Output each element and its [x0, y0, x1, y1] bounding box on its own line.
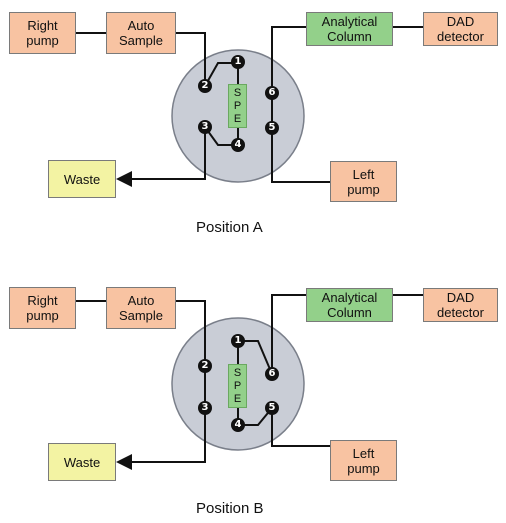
spe-letter-e: E — [233, 112, 242, 125]
right-pump-box: Right pump — [9, 287, 76, 329]
port-4: 4 — [231, 138, 245, 152]
port-4: 4 — [231, 418, 245, 432]
spe-letter-p: P — [233, 99, 242, 112]
port-1: 1 — [231, 55, 245, 69]
spe-letter-e: E — [233, 392, 242, 405]
spe-cartridge: S P E — [228, 364, 247, 408]
port-5: 5 — [265, 401, 279, 415]
diagram-position-a: Right pump Auto Sample Analytical Column… — [0, 0, 506, 255]
port-5: 5 — [265, 121, 279, 135]
spe-cartridge: S P E — [228, 84, 247, 128]
diagram-position-b: Right pump Auto Sample Analytical Column… — [0, 268, 506, 523]
waste-box: Waste — [48, 160, 116, 198]
caption-position-a: Position A — [196, 219, 263, 236]
line-port-3-to-waste — [116, 408, 206, 470]
spe-letter-s: S — [233, 366, 242, 379]
waste-box: Waste — [48, 443, 116, 481]
left-pump-box: Left pump — [330, 440, 397, 481]
port-1: 1 — [231, 334, 245, 348]
dad-detector-box: DAD detector — [423, 288, 498, 322]
line-port-6-to-column — [271, 26, 306, 93]
port-2: 2 — [198, 79, 212, 93]
auto-sample-box: Auto Sample — [106, 287, 176, 329]
spe-letter-p: P — [233, 379, 242, 392]
dad-detector-box: DAD detector — [423, 12, 498, 46]
port-3: 3 — [198, 401, 212, 415]
left-pump-box: Left pump — [330, 161, 397, 202]
line-auto-sample-to-port-2 — [176, 32, 206, 86]
line-auto-sample-to-port-2 — [176, 300, 206, 366]
auto-sample-box: Auto Sample — [106, 12, 176, 54]
right-pump-box: Right pump — [9, 12, 76, 54]
analytical-column-box: Analytical Column — [306, 12, 393, 46]
line-port-5-to-left-pump — [271, 128, 330, 183]
spe-letter-s: S — [233, 86, 242, 99]
port-2: 2 — [198, 359, 212, 373]
port-3: 3 — [198, 120, 212, 134]
line-column-to-port-6 — [271, 294, 306, 374]
port-6: 6 — [265, 367, 279, 381]
analytical-column-box: Analytical Column — [306, 288, 393, 322]
line-port-3-to-waste — [116, 127, 206, 187]
caption-position-b: Position B — [196, 500, 264, 517]
port-6: 6 — [265, 86, 279, 100]
line-port-5-to-left-pump — [271, 408, 330, 447]
